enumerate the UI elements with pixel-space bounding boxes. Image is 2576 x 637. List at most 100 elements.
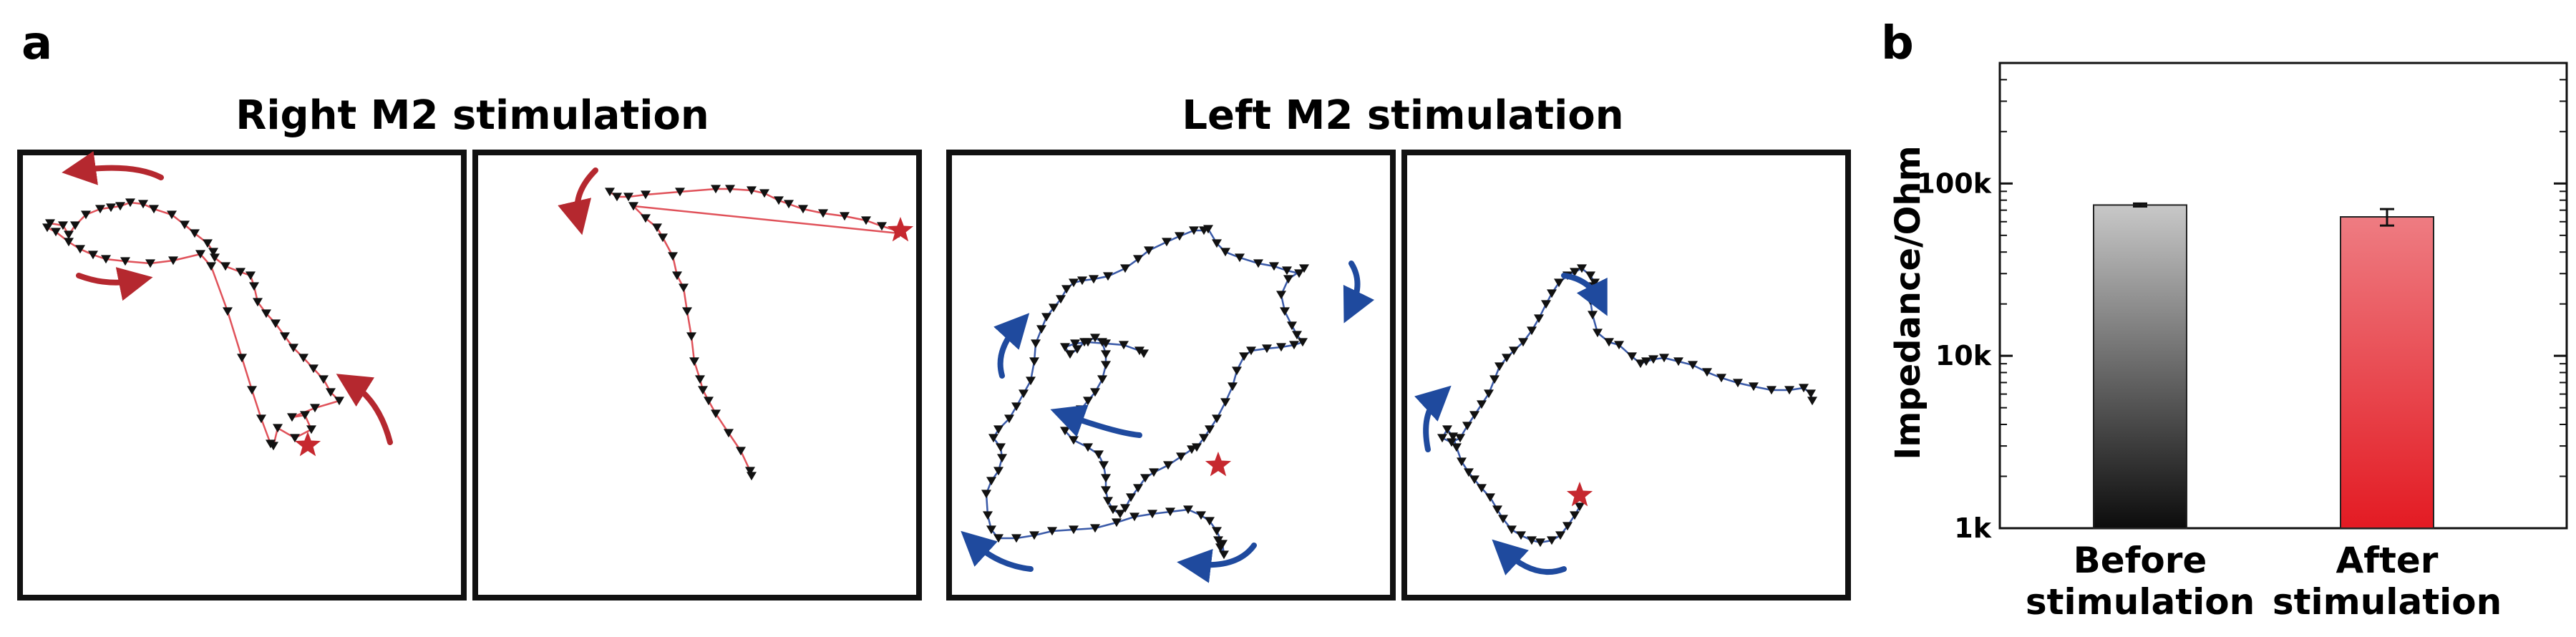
trajectory-layer	[42, 151, 1817, 583]
triangle-down-icon	[983, 511, 993, 520]
triangle-down-icon	[1139, 349, 1149, 359]
triangle-down-icon	[1144, 246, 1154, 256]
triangle-down-icon	[1212, 239, 1222, 248]
trajectory-box-1	[17, 150, 467, 600]
triangle-down-icon	[1134, 346, 1144, 356]
triangle-down-icon	[1232, 366, 1242, 376]
triangle-down-icon	[1235, 253, 1245, 263]
triangle-down-icon	[1294, 269, 1304, 278]
triangle-down-icon	[1280, 307, 1290, 316]
triangle-down-icon	[1228, 382, 1238, 392]
star-icon	[1566, 482, 1593, 507]
triangle-down-icon	[95, 205, 105, 214]
triangle-down-icon	[223, 307, 233, 316]
triangle-down-icon	[246, 271, 256, 281]
triangle-down-icon	[195, 250, 205, 259]
triangle-down-icon	[1029, 357, 1039, 366]
triangle-down-icon	[1588, 311, 1598, 320]
triangle-down-icon	[1527, 326, 1537, 336]
triangle-down-icon	[64, 230, 74, 240]
triangle-down-icon	[1749, 382, 1759, 392]
triangle-down-icon	[1069, 436, 1079, 445]
triangle-down-icon	[1101, 486, 1111, 495]
trajectory-path-3	[985, 228, 1305, 555]
triangle-down-icon	[1120, 504, 1130, 513]
triangle-down-icon	[1784, 386, 1794, 395]
y-axis-label: Impedance/Ohm	[1888, 145, 1928, 459]
triangle-down-icon	[1192, 443, 1202, 452]
triangle-down-icon	[1119, 341, 1129, 350]
triangle-down-icon	[1175, 232, 1185, 241]
triangle-down-icon	[1509, 346, 1519, 356]
triangle-down-icon	[300, 411, 310, 420]
triangle-down-icon	[58, 221, 68, 230]
triangle-down-icon	[668, 252, 678, 261]
triangle-down-icon	[798, 205, 808, 214]
triangle-down-icon	[1585, 296, 1595, 306]
triangle-down-icon	[1554, 278, 1564, 288]
triangle-down-icon	[208, 248, 218, 257]
triangle-down-icon	[1026, 376, 1036, 386]
triangle-down-icon	[605, 188, 615, 197]
triangle-down-icon	[981, 490, 991, 499]
triangle-down-icon	[1083, 338, 1093, 347]
triangle-down-icon	[288, 344, 298, 353]
triangle-down-icon	[180, 220, 190, 230]
triangle-down-icon	[1799, 384, 1809, 393]
bar	[2093, 204, 2187, 529]
triangle-down-icon	[1614, 341, 1624, 350]
triangle-down-icon	[1469, 411, 1479, 420]
triangle-down-icon	[1090, 334, 1100, 343]
triangle-down-icon	[51, 228, 61, 237]
star-icon	[294, 432, 321, 457]
triangle-down-icon	[45, 219, 55, 228]
triangle-down-icon	[1162, 238, 1172, 247]
triangle-down-icon	[641, 190, 651, 200]
triangle-down-icon	[623, 193, 633, 202]
triangle-down-icon	[1031, 339, 1041, 349]
triangle-down-icon	[1484, 389, 1494, 399]
trajectory-path-4	[1441, 267, 1814, 544]
triangle-down-icon	[1469, 475, 1479, 485]
triangle-down-icon	[145, 259, 155, 268]
triangle-down-icon	[747, 186, 757, 195]
triangle-down-icon	[1289, 341, 1299, 350]
triangle-down-icon	[1203, 225, 1213, 234]
triangle-down-icon	[1806, 389, 1816, 399]
triangle-down-icon	[1547, 536, 1557, 545]
triangle-down-icon	[1097, 375, 1107, 384]
triangle-down-icon	[1120, 264, 1130, 273]
curved-arrow-icon	[1177, 543, 1257, 583]
triangle-down-icon	[1442, 425, 1452, 434]
trajectory-path-2	[609, 188, 902, 477]
triangle-down-icon	[326, 388, 336, 397]
y-tick-label: 10k	[1935, 340, 1992, 371]
triangle-down-icon	[149, 205, 159, 214]
triangle-down-icon	[1246, 346, 1256, 356]
triangle-down-icon	[1462, 422, 1472, 431]
triangle-down-icon	[1199, 434, 1209, 443]
triangle-down-icon	[1108, 505, 1118, 515]
triangle-down-icon	[725, 185, 735, 194]
triangle-down-icon	[1635, 359, 1646, 369]
triangle-down-icon	[1090, 388, 1100, 397]
triangle-down-icon	[818, 209, 828, 218]
trajectory-box-3	[946, 150, 1396, 600]
triangle-down-icon	[1282, 266, 1292, 276]
triangle-down-icon	[1217, 540, 1228, 549]
triangle-down-icon	[1489, 375, 1500, 384]
triangle-down-icon	[1527, 536, 1537, 545]
triangle-down-icon	[1056, 295, 1066, 304]
triangle-down-icon	[1464, 468, 1474, 477]
bar	[2340, 216, 2434, 529]
triangle-down-icon	[861, 216, 871, 225]
triangle-down-icon	[1688, 361, 1698, 370]
curved-arrow-icon	[336, 374, 393, 445]
triangle-down-icon	[1176, 452, 1186, 462]
triangle-down-icon	[1585, 271, 1595, 281]
curved-arrow-icon	[1492, 539, 1567, 575]
triangle-down-icon	[1212, 527, 1222, 536]
triangle-down-icon	[988, 434, 998, 443]
curved-arrow-icon	[1561, 273, 1608, 316]
